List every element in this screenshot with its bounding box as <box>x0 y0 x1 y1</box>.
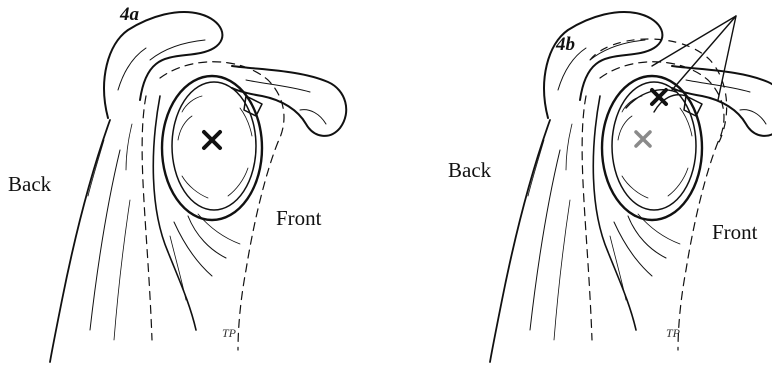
figure-label-4a: 4a <box>120 4 139 26</box>
current-center-cross-icon <box>652 90 666 104</box>
figure-label-4b: 4b <box>556 34 575 56</box>
back-label-4a: Back <box>8 172 51 197</box>
artist-signature-4b: TP <box>666 326 680 341</box>
back-label-4b: Back <box>448 158 491 183</box>
previous-center-cross-icon <box>636 132 650 146</box>
front-label-4b: Front <box>712 220 758 245</box>
front-label-4a: Front <box>276 206 322 231</box>
panel-4a-shoulder-drawing <box>50 12 346 362</box>
panel-4b-shoulder-drawing <box>490 12 772 362</box>
artist-signature-4a: TP <box>222 326 236 341</box>
center-cross-icon <box>204 132 220 148</box>
